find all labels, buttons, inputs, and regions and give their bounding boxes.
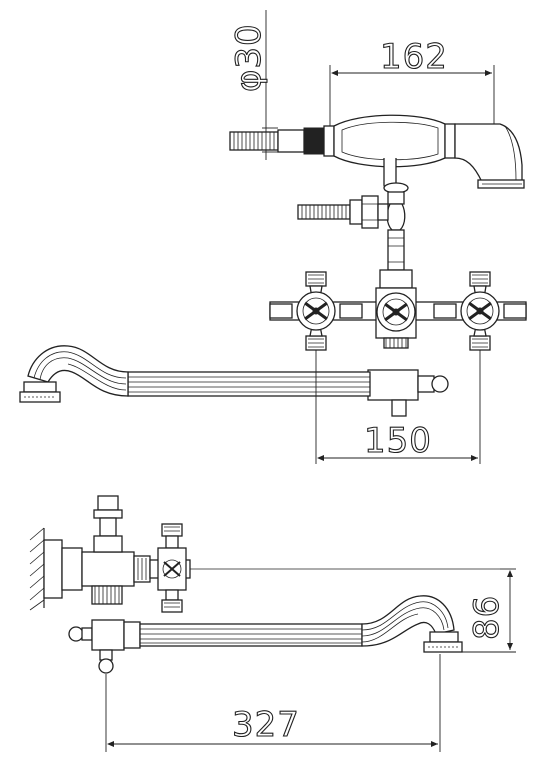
hose-diameter-dimension: φ30: [228, 10, 278, 160]
hose-diameter-label: φ30: [229, 23, 269, 92]
spout-reach-dimension: 327: [105, 654, 441, 752]
inlet-spacing-dimension: 150: [315, 350, 481, 464]
handshower-length-label: 162: [380, 37, 448, 77]
shower-hose: [229, 125, 335, 157]
spout-height-dimension: 86: [460, 568, 516, 653]
handshower-support: [383, 158, 409, 271]
wall: [29, 527, 45, 611]
handshower: [333, 114, 525, 189]
handshower-length-dimension: 162: [329, 36, 495, 130]
top-spout: [19, 345, 449, 417]
spout-height-label: 86: [467, 595, 507, 640]
inlet-spacing-label: 150: [364, 421, 432, 461]
side-diverter-stem: [93, 495, 123, 553]
side-cross-handle: [157, 523, 187, 613]
side-spout: [68, 595, 463, 674]
top-view: φ30 162: [19, 10, 527, 464]
side-knurl: [91, 585, 123, 605]
diverter-inlet: [297, 195, 389, 229]
left-cross-handle: [269, 271, 363, 351]
right-cross-handle: [433, 271, 527, 351]
diverter-knob: [376, 292, 416, 349]
side-view: 86 327: [29, 495, 516, 752]
spout-reach-label: 327: [232, 705, 300, 745]
